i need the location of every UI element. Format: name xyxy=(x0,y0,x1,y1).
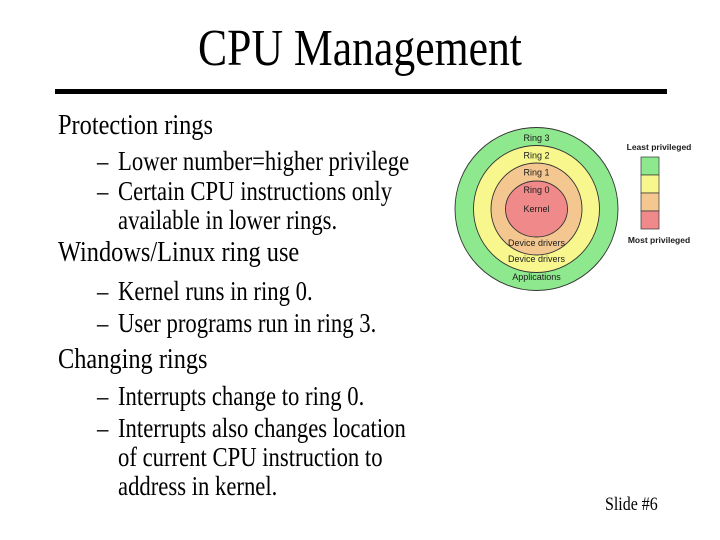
heading-protection-rings: Protection rings xyxy=(58,109,213,141)
bullet-dash: – xyxy=(97,146,109,176)
bullet-text: Interrupts change to ring 0. xyxy=(118,381,365,411)
ring-1-label: Ring 1 xyxy=(523,168,549,178)
ring-3-bottom-label: Applications xyxy=(512,272,561,282)
heading-changing-rings: Changing rings xyxy=(58,343,208,375)
protection-rings-diagram: Ring 3 Ring 2 Ring 1 Ring 0 Kernel Devic… xyxy=(450,115,720,295)
bullet-item: – Kernel runs in ring 0. xyxy=(97,277,430,306)
bullet-dash: – xyxy=(97,176,109,206)
bullet-item: – Certain CPU instructions only availabl… xyxy=(97,177,430,235)
bullet-item: – Lower number=higher privilege xyxy=(97,147,430,176)
bullet-dash: – xyxy=(97,413,109,443)
protection-rings-svg: Ring 3 Ring 2 Ring 1 Ring 0 Kernel Devic… xyxy=(454,127,692,291)
kernel-label: Kernel xyxy=(523,204,549,214)
ring-0-circle xyxy=(505,180,568,238)
legend-swatch-green xyxy=(640,156,660,176)
bullet-text: Interrupts also changes location of curr… xyxy=(118,413,406,501)
bullet-text: Lower number=higher privilege xyxy=(118,146,410,176)
slide-title: CPU Management xyxy=(198,20,522,77)
legend-least-privileged-label: Least privileged xyxy=(627,142,692,152)
bullet-dash: – xyxy=(97,308,109,338)
legend-swatch-yellow xyxy=(640,174,660,194)
ring-2-label: Ring 2 xyxy=(523,151,549,161)
title-divider-rule xyxy=(55,89,667,94)
legend-swatch-orange xyxy=(640,192,660,212)
bullet-dash: – xyxy=(97,276,109,306)
bullet-item: – Interrupts change to ring 0. xyxy=(97,382,430,411)
bullet-dash: – xyxy=(97,381,109,411)
bullet-text: User programs run in ring 3. xyxy=(118,308,377,338)
bullet-item: – Interrupts also changes location of cu… xyxy=(97,414,430,501)
legend-swatch-red xyxy=(640,210,660,230)
ring-2-bottom-label: Device drivers xyxy=(508,254,566,264)
ring-3-label: Ring 3 xyxy=(523,133,549,143)
legend-most-privileged-label: Most privileged xyxy=(628,235,690,245)
bullet-text: Certain CPU instructions only available … xyxy=(118,176,393,235)
ring-1-bottom-label: Device drivers xyxy=(508,238,566,248)
bullet-text: Kernel runs in ring 0. xyxy=(118,276,313,306)
ring-0-label: Ring 0 xyxy=(523,185,549,195)
slide-number: Slide #6 xyxy=(605,494,658,515)
heading-windows-linux-ring-use: Windows/Linux ring use xyxy=(58,236,300,268)
bullet-item: – User programs run in ring 3. xyxy=(97,309,430,338)
